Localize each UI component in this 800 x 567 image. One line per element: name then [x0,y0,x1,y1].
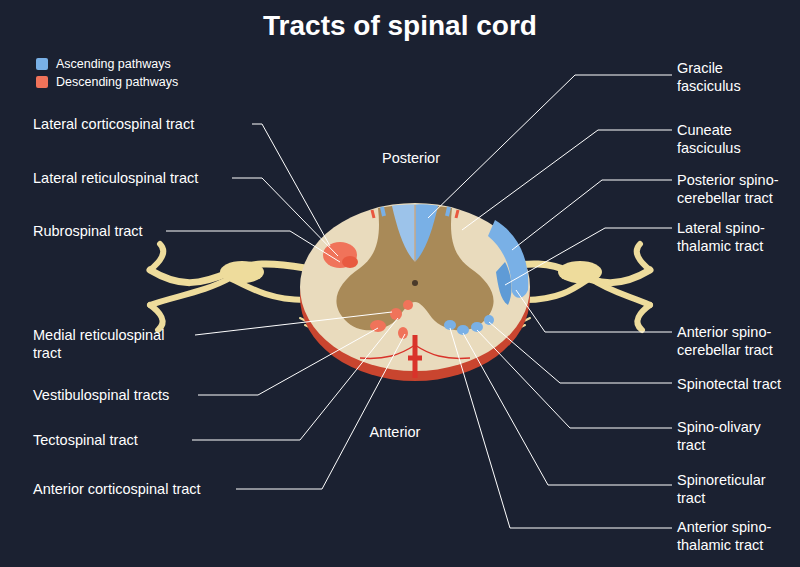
tract-label: Anterior spino- cerebellar tract [677,323,785,359]
orientation-label: Posterior [331,149,491,167]
diagram-title: Tracts of spinal cord [0,10,800,42]
tract-label: Lateral spino- thalamic tract [677,219,785,255]
legend-item: Ascending pathways [36,56,171,72]
dorsal-root-ganglion [558,261,602,283]
legend-text: Ascending pathways [56,57,171,71]
tract-label: Anterior spino- thalamic tract [677,518,785,554]
descending-tract [342,256,358,268]
tract-label: Posterior spino- cerebellar tract [677,171,785,207]
tract-label: Lateral corticospinal tract [33,115,273,133]
tract-label: Cuneate fasciculus [677,121,785,157]
descending-tract [390,308,402,320]
white-matter [300,203,530,371]
legend-swatch [36,58,48,70]
tract-label: Gracile fasciculus [677,59,785,95]
central-canal [412,280,418,286]
dorsal-root-ganglion [220,261,264,283]
tract-label: Medial reticulospinal tract [33,326,193,362]
ascending-tract [496,262,512,305]
tract-label: Lateral reticulospinal tract [33,169,273,187]
tract-label: Vestibulospinal tracts [33,386,273,404]
tract-label: Spino-olivary tract [677,418,785,454]
anterior-spinal-artery [408,335,422,378]
leader-line [166,75,672,528]
descending-tract [403,300,413,310]
ascending-tract [484,315,494,325]
tract-label: Rubrospinal tract [33,222,273,240]
legend-text: Descending pathways [56,75,178,89]
tract-label: Tectospinal tract [33,431,273,449]
legend-item: Descending pathways [36,74,178,90]
orientation-label: Anterior [315,423,475,441]
legend-swatch [36,76,48,88]
tract-label: Spinoreticular tract [677,471,785,507]
tract-label: Anterior corticospinal tract [33,480,273,498]
descending-tract [370,320,386,332]
tract-label: Spinotectal tract [677,375,800,393]
